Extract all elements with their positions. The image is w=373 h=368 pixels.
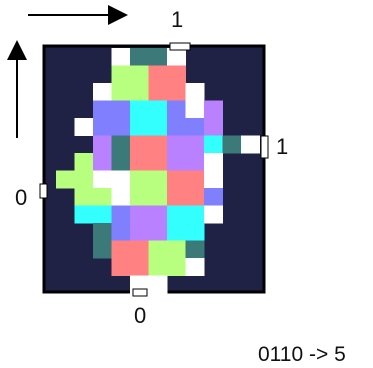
tile-cell (186, 188, 205, 206)
tile-cell (112, 136, 131, 154)
tile-cell (167, 136, 186, 154)
tile-cell (130, 101, 149, 119)
tile-cell (130, 48, 149, 66)
edge-marker-top (170, 43, 190, 50)
tile-cell (186, 171, 205, 189)
tile-cell (186, 223, 205, 241)
tile-cell (112, 153, 131, 171)
tile-cell (130, 258, 149, 276)
tile-cell (130, 136, 149, 154)
tile-cell (130, 118, 149, 136)
tile-cell (186, 101, 205, 119)
tile-cell (149, 241, 168, 259)
edge-label-bottom: 0 (134, 305, 146, 327)
tile-cell (186, 83, 205, 101)
tile-cell (93, 223, 112, 241)
tile-cell (112, 118, 131, 136)
tile-cell (130, 66, 149, 84)
tile-cell (75, 118, 94, 136)
tile-cell (167, 171, 186, 189)
edge-marker-left (40, 184, 47, 198)
tile-cell (112, 241, 131, 259)
tile-cell (93, 206, 112, 224)
tile-cell (93, 153, 112, 171)
tile-cell (112, 206, 131, 224)
tile-cell (130, 171, 149, 189)
tile-cell (149, 153, 168, 171)
tile-cell (167, 66, 186, 84)
tile-cell (149, 48, 168, 66)
edge-label-top: 1 (171, 9, 183, 31)
tile-cell (130, 188, 149, 206)
tile-cell (149, 206, 168, 224)
tile-cell (149, 83, 168, 101)
tile-cell (130, 206, 149, 224)
tile-cell (167, 153, 186, 171)
tile-cell (149, 223, 168, 241)
tile-cell (204, 171, 223, 189)
tile-cell (93, 136, 112, 154)
tile-cell (186, 136, 205, 154)
tile-cell (204, 153, 223, 171)
tile-cell (204, 101, 223, 119)
edge-marker-bottom (133, 289, 147, 296)
caption: 0110 -> 5 (258, 344, 346, 365)
tile-cell (112, 171, 131, 189)
tile-cell (149, 101, 168, 119)
tile-cell (112, 258, 131, 276)
tile-cell (112, 223, 131, 241)
tile-cell (186, 118, 205, 136)
tile-cell (130, 241, 149, 259)
tile-cell (112, 66, 131, 84)
tile-cell (149, 136, 168, 154)
tile-cell (93, 101, 112, 119)
tile-cell (149, 276, 168, 294)
tile-cell (204, 118, 223, 136)
tile-cell (167, 101, 186, 119)
tile-cell (93, 188, 112, 206)
tile-cell (167, 223, 186, 241)
tile-cell (149, 188, 168, 206)
tile-cell (167, 206, 186, 224)
tile-cell (167, 83, 186, 101)
tile-cell (75, 171, 94, 189)
tile-cell (241, 136, 260, 154)
tile-cell (167, 241, 186, 259)
tile-cell (93, 118, 112, 136)
tile-cell (186, 258, 205, 276)
tile-cell (149, 66, 168, 84)
tile-cell (223, 136, 242, 154)
tile-cell (112, 83, 131, 101)
tile-cell (130, 223, 149, 241)
tile-cell (56, 171, 75, 189)
tile-cell (130, 83, 149, 101)
tile-cell (204, 206, 223, 224)
tile-cell (204, 136, 223, 154)
edge-label-right: 1 (276, 136, 288, 158)
tile-cell (93, 83, 112, 101)
tile-cell (186, 206, 205, 224)
tile-cell (75, 206, 94, 224)
tile-cell (167, 258, 186, 276)
tile-cell (149, 118, 168, 136)
edge-label-left: 0 (15, 187, 27, 209)
tile-cell (167, 118, 186, 136)
tile-cell (186, 241, 205, 259)
tile-cell (93, 241, 112, 259)
tile-cell (112, 48, 131, 66)
tile-cell (204, 188, 223, 206)
tile-cell (112, 188, 131, 206)
tile-cell (167, 48, 186, 66)
tile-cell (75, 153, 94, 171)
tile-cell (149, 258, 168, 276)
tile-cell (167, 188, 186, 206)
tile-cell (149, 171, 168, 189)
tile-cell (186, 153, 205, 171)
tile-cell (93, 171, 112, 189)
tile-cell (130, 153, 149, 171)
edge-marker-right (261, 136, 268, 158)
tile-cell (112, 101, 131, 119)
tile-cell (75, 188, 94, 206)
